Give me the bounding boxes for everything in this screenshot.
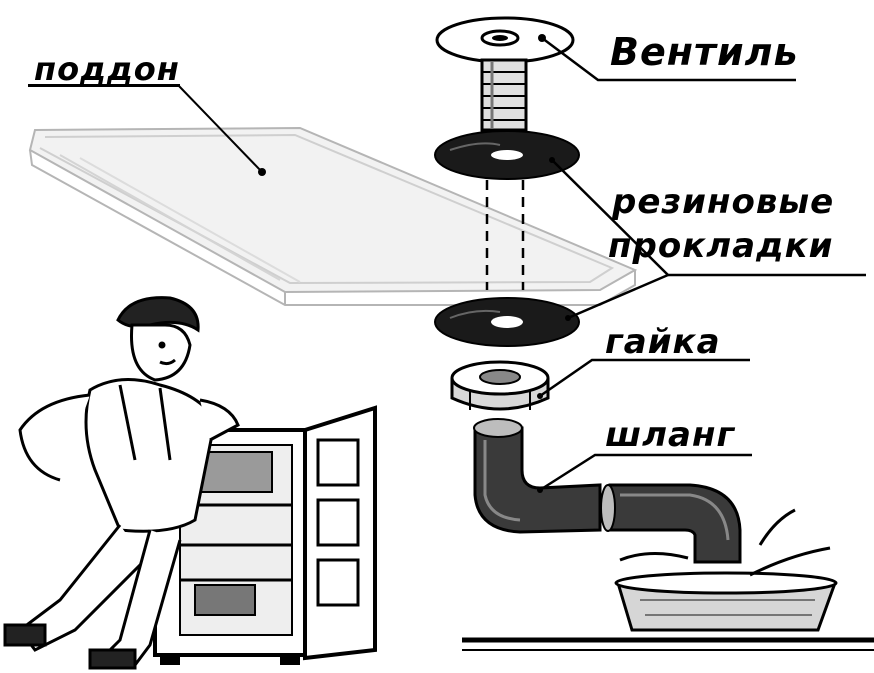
drip-tray xyxy=(28,126,638,306)
hose xyxy=(473,418,742,564)
upper-rubber-gasket xyxy=(434,130,580,180)
man-figure xyxy=(3,296,240,670)
hose-leader-line xyxy=(539,453,752,492)
valve-leader-line xyxy=(541,37,796,82)
label-nut: гайка xyxy=(605,322,721,362)
nut xyxy=(450,360,550,411)
label-tray-underline xyxy=(28,84,180,87)
water-basin xyxy=(614,508,838,632)
nut-leader-line xyxy=(539,358,750,398)
tray-leader-line xyxy=(177,84,263,173)
label-tray: поддон xyxy=(34,50,180,88)
lower-rubber-gasket xyxy=(434,297,580,347)
label-gaskets-line1: резиновые xyxy=(612,182,835,222)
label-valve: Вентиль xyxy=(610,30,799,74)
label-hose: шланг xyxy=(605,415,736,455)
assembly-axis-dashed xyxy=(485,180,525,290)
label-gaskets-line2: прокладки xyxy=(608,226,834,266)
valve xyxy=(435,16,575,132)
